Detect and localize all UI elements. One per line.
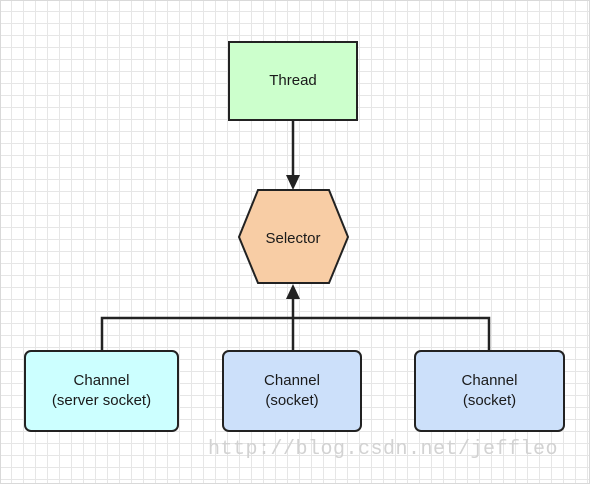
channel-label: Channel xyxy=(264,372,320,389)
channel-socket-node: Channel (socket) xyxy=(414,350,565,432)
arrowhead-down xyxy=(286,175,300,190)
channel-type-label: (server socket) xyxy=(51,392,152,409)
channel-label: Channel xyxy=(461,372,518,389)
channel-label: Channel xyxy=(73,372,130,389)
selector-label: Selector xyxy=(265,230,321,247)
arrowhead-up xyxy=(286,284,300,299)
thread-label: Thread xyxy=(269,72,317,89)
channel-type-label: (socket) xyxy=(462,392,517,409)
watermark-text: http://blog.csdn.net/jeffleo xyxy=(208,438,559,461)
selector-hexagon xyxy=(237,189,350,284)
channel-server-socket-node: Channel (server socket) xyxy=(24,350,179,432)
channel-socket-node: Channel (socket) xyxy=(222,350,362,432)
edge-channel-socket-2-bus xyxy=(293,316,491,350)
edge-channel-server-bus xyxy=(100,316,293,350)
channel-type-label: (socket) xyxy=(265,392,319,409)
thread-node: Thread xyxy=(228,41,358,121)
